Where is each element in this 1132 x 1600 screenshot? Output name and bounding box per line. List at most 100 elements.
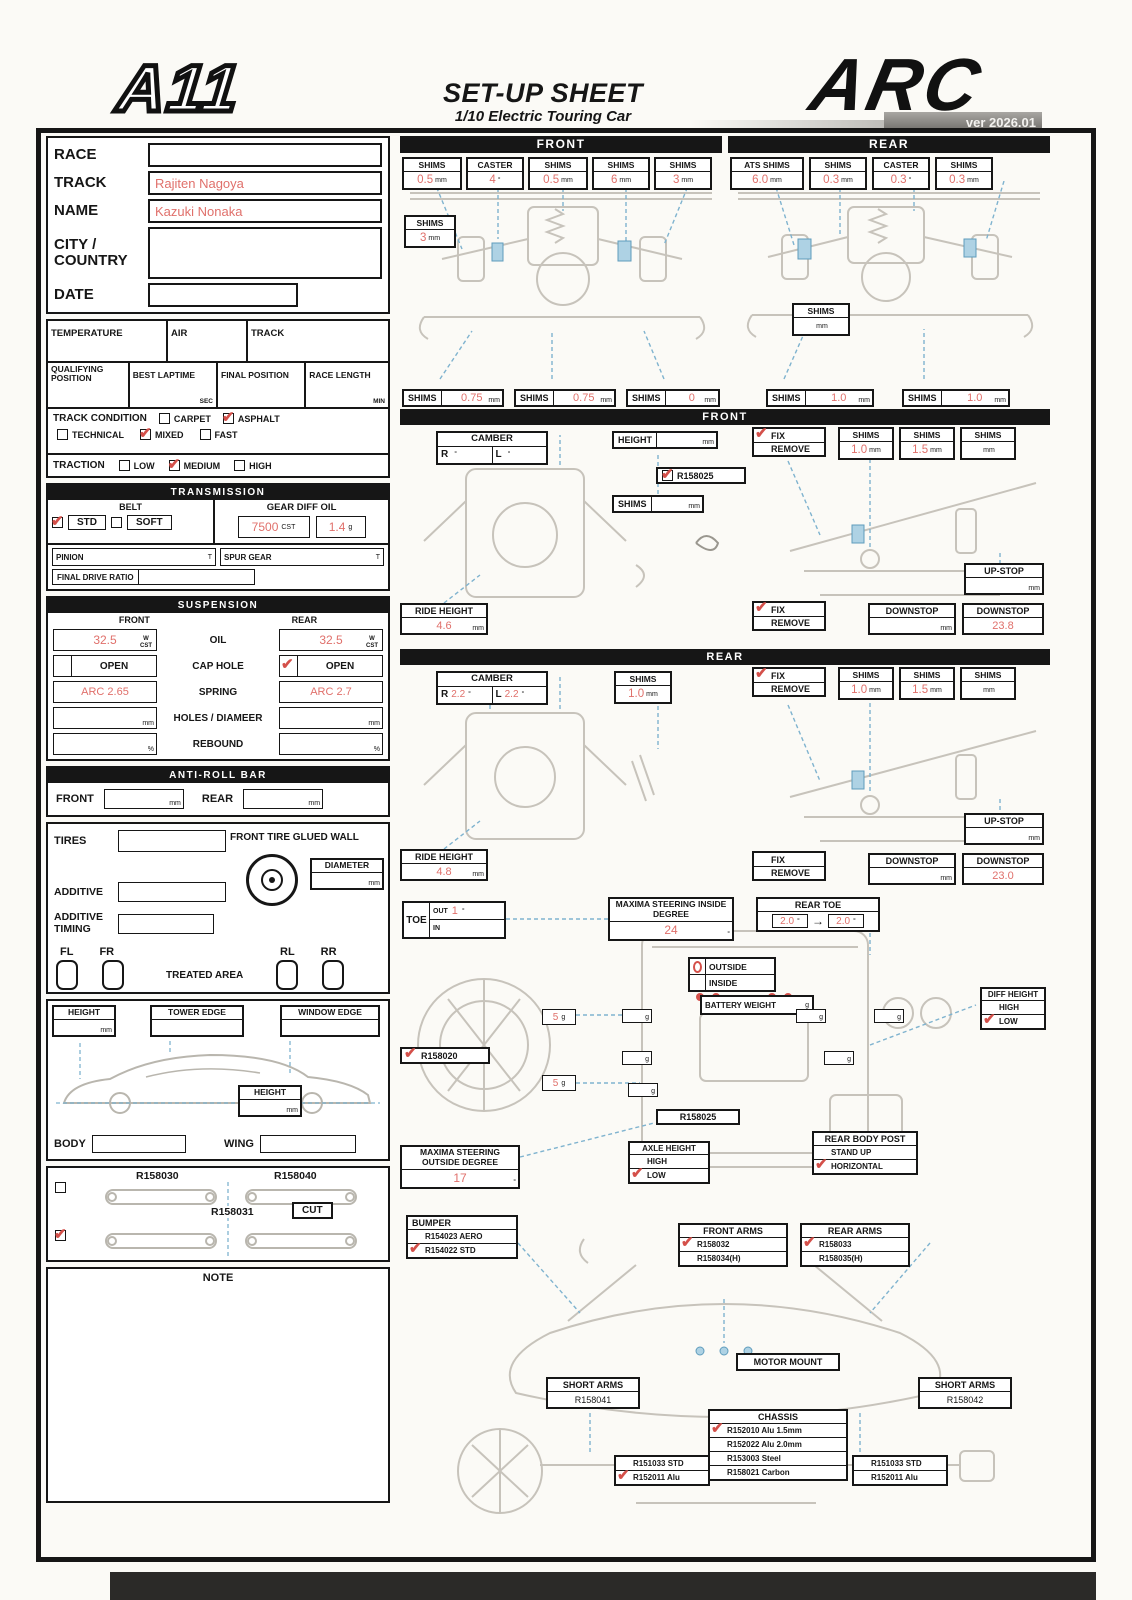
name-input[interactable]: Kazuki Nonaka: [148, 199, 382, 223]
maxima-outside-box[interactable]: MAXIMA STEERING OUTSIDE DEGREE 17°: [400, 1145, 520, 1189]
option-mixed[interactable]: MIXED: [139, 424, 184, 442]
checkbox[interactable]: [757, 854, 768, 865]
checkbox[interactable]: [805, 1253, 816, 1264]
checkbox[interactable]: [617, 1466, 630, 1484]
checkbox[interactable]: [118, 460, 130, 471]
front-downstop-box[interactable]: DOWNSTOP mm: [868, 603, 956, 636]
checkbox[interactable]: [57, 661, 68, 672]
city-country-input[interactable]: [148, 227, 382, 279]
wing-input[interactable]: [259, 1135, 356, 1153]
short-arms-left-box[interactable]: SHORT ARMS R158041: [546, 1377, 640, 1410]
tires-input[interactable]: [118, 830, 226, 852]
option-left-r152011[interactable]: R152011 Alu: [616, 1466, 708, 1484]
checkbox[interactable]: [713, 1439, 724, 1450]
option-bumper-std[interactable]: R154022 STD: [408, 1239, 516, 1257]
track-temp-input[interactable]: TRACK: [248, 321, 388, 361]
arms-bottom-checkbox[interactable]: [54, 1225, 67, 1243]
front-arms-box[interactable]: FRONT ARMS R158032 R158034(H): [678, 1223, 788, 1268]
option-right-r151033[interactable]: R151033 STD: [854, 1457, 946, 1471]
belt-soft-checkbox[interactable]: [111, 517, 122, 528]
front-cap-hole-input[interactable]: OPEN: [53, 655, 157, 677]
short-arms-right-box[interactable]: SHORT ARMS R158042: [918, 1377, 1012, 1410]
checkbox[interactable]: [404, 1044, 417, 1062]
front-fix-remove-bottom[interactable]: FIX REMOVE: [752, 598, 826, 631]
rear-spring-input[interactable]: ARC 2.7: [279, 681, 383, 703]
rear-body-post-box[interactable]: REAR BODY POST STAND UP HORIZONTAL: [812, 1131, 918, 1176]
weight-box[interactable]: g: [824, 1051, 854, 1065]
option-fast[interactable]: FAST: [199, 429, 238, 440]
option-r158034h[interactable]: R158034(H): [680, 1252, 786, 1265]
fl-wheel-box[interactable]: [56, 960, 78, 990]
checkbox[interactable]: [168, 455, 181, 473]
front-fix-remove-top[interactable]: FIX REMOVE: [752, 424, 826, 457]
spur-gear-input[interactable]: SPUR GEAR T: [220, 548, 384, 566]
checkbox[interactable]: [815, 1155, 828, 1173]
option-stand-up[interactable]: STAND UP: [814, 1146, 916, 1161]
weight-box[interactable]: g: [874, 1009, 904, 1023]
checkbox[interactable]: [857, 1472, 868, 1483]
option-carpet[interactable]: CARPET: [158, 413, 211, 424]
option-r152022[interactable]: R152022 Alu 2.0mm: [710, 1438, 846, 1453]
body-height2-box[interactable]: HEIGHT mm: [238, 1085, 302, 1117]
option-horizontal[interactable]: HORIZONTAL: [814, 1155, 916, 1173]
window-edge-box[interactable]: WINDOW EDGE: [280, 1005, 380, 1037]
right-steering-parts-box[interactable]: R151033 STD R152011 Alu: [852, 1455, 948, 1486]
left-steering-parts-box[interactable]: R151033 STD R152011 Alu: [614, 1455, 710, 1486]
checkbox[interactable]: [139, 424, 152, 442]
track-input[interactable]: Rajiten Nagoya: [148, 171, 382, 195]
rear-rebound-input[interactable]: %: [279, 733, 383, 755]
rear-fix-remove-bottom[interactable]: FIX REMOVE: [752, 851, 826, 881]
axle-height-box[interactable]: AXLE HEIGHT HIGH LOW: [628, 1141, 710, 1185]
date-input[interactable]: [148, 283, 298, 307]
option-right-r152011[interactable]: R152011 Alu: [854, 1471, 946, 1484]
option-r158033[interactable]: R158033: [802, 1233, 908, 1253]
option-axle-low[interactable]: LOW: [630, 1164, 708, 1182]
option-r158021[interactable]: R158021 Carbon: [710, 1466, 846, 1479]
qualifying-input[interactable]: QUALIFYING POSITION: [48, 363, 130, 407]
option-r158032[interactable]: R158032: [680, 1233, 786, 1253]
rear-toe-box[interactable]: REAR TOE 2.0° → 2.0°: [756, 897, 880, 933]
rr-wheel-box[interactable]: [322, 960, 344, 990]
rear-upstop-box[interactable]: UP-STOP mm: [964, 813, 1044, 846]
rear-downstop2-box[interactable]: DOWNSTOP 23.0: [962, 853, 1044, 886]
checkbox[interactable]: [661, 465, 674, 483]
final-position-input[interactable]: FINAL POSITION: [218, 363, 307, 407]
belt-soft-label[interactable]: SOFT: [127, 515, 172, 530]
belt-std-label[interactable]: STD: [68, 515, 106, 530]
outside-inside-box[interactable]: OUTSIDE INSIDE: [688, 957, 776, 992]
checkbox[interactable]: [631, 1164, 644, 1182]
race-input[interactable]: [148, 143, 382, 167]
checkbox[interactable]: [57, 429, 68, 440]
checkbox[interactable]: [681, 1233, 694, 1251]
battery-weight-box[interactable]: BATTERY WEIGHT g: [700, 995, 814, 1015]
body-height-box[interactable]: HEIGHT mm: [52, 1005, 116, 1037]
weight-box[interactable]: g: [796, 1009, 826, 1023]
rear-cap-hole-input[interactable]: OPEN: [279, 655, 383, 677]
pinion-input[interactable]: PINION T: [52, 548, 216, 566]
body-input[interactable]: [91, 1135, 186, 1153]
part-r158020-option[interactable]: R158020: [400, 1044, 490, 1064]
